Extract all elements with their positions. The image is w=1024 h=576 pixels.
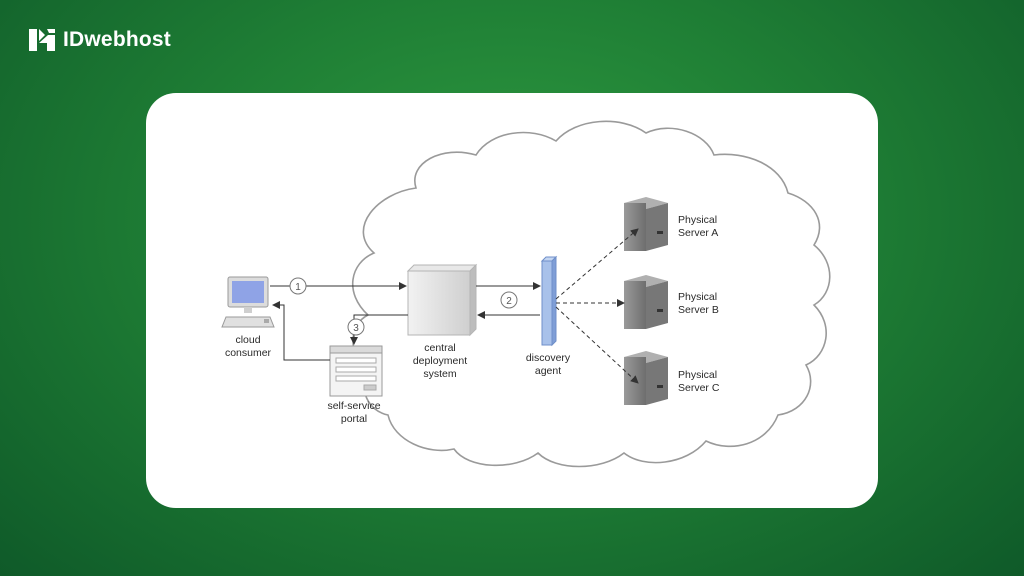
cloud-consumer-label-line2: consumer	[225, 347, 272, 359]
step-1-number: 1	[295, 282, 301, 293]
central-deployment-system-box	[406, 263, 478, 337]
discovery-agent-bar	[540, 255, 558, 347]
central-deployment-label-line3: system	[423, 368, 457, 380]
arrow-portal-to-consumer	[272, 301, 330, 361]
server-c-icon	[624, 351, 668, 405]
self-service-portal-label-line1: self-service	[327, 400, 380, 412]
brand-name: IDwebhost	[63, 28, 171, 51]
cloud-consumer-label-line1: cloud	[235, 334, 260, 346]
step-marker-1: 1	[289, 277, 307, 295]
step-marker-2: 2	[500, 291, 518, 309]
brand-logo[interactable]: IDwebhost	[28, 26, 171, 54]
server-b-label-line1: Physical	[678, 291, 717, 303]
server-a-icon	[624, 197, 668, 251]
step-2-number: 2	[506, 296, 512, 307]
dashed-arrow-agent-to-server-c	[555, 306, 639, 384]
idwebhost-logo-icon	[29, 29, 55, 51]
computer-icon	[221, 276, 275, 328]
discovery-agent-label-line1: discovery	[526, 352, 571, 364]
server-c-label-line2: Server C	[678, 382, 720, 394]
server-a-label-line1: Physical	[678, 214, 717, 226]
server-b-label-line2: Server B	[678, 304, 719, 316]
step-marker-3: 3	[347, 318, 365, 336]
server-b-icon	[624, 275, 668, 329]
discovery-agent-label-line2: agent	[535, 365, 561, 377]
central-deployment-label-line1: central	[424, 342, 456, 354]
diagram-card: cloud consumer central deployment system…	[146, 93, 878, 508]
step-3-number: 3	[353, 323, 359, 334]
self-service-portal-label-line2: portal	[341, 413, 367, 425]
self-service-portal-window	[329, 345, 383, 397]
cloud-architecture-diagram: cloud consumer central deployment system…	[221, 120, 831, 468]
dashed-arrow-agent-to-server-a	[555, 228, 639, 300]
server-c-label-line1: Physical	[678, 369, 717, 381]
server-a-label-line2: Server A	[678, 227, 718, 239]
central-deployment-label-line2: deployment	[413, 355, 467, 367]
